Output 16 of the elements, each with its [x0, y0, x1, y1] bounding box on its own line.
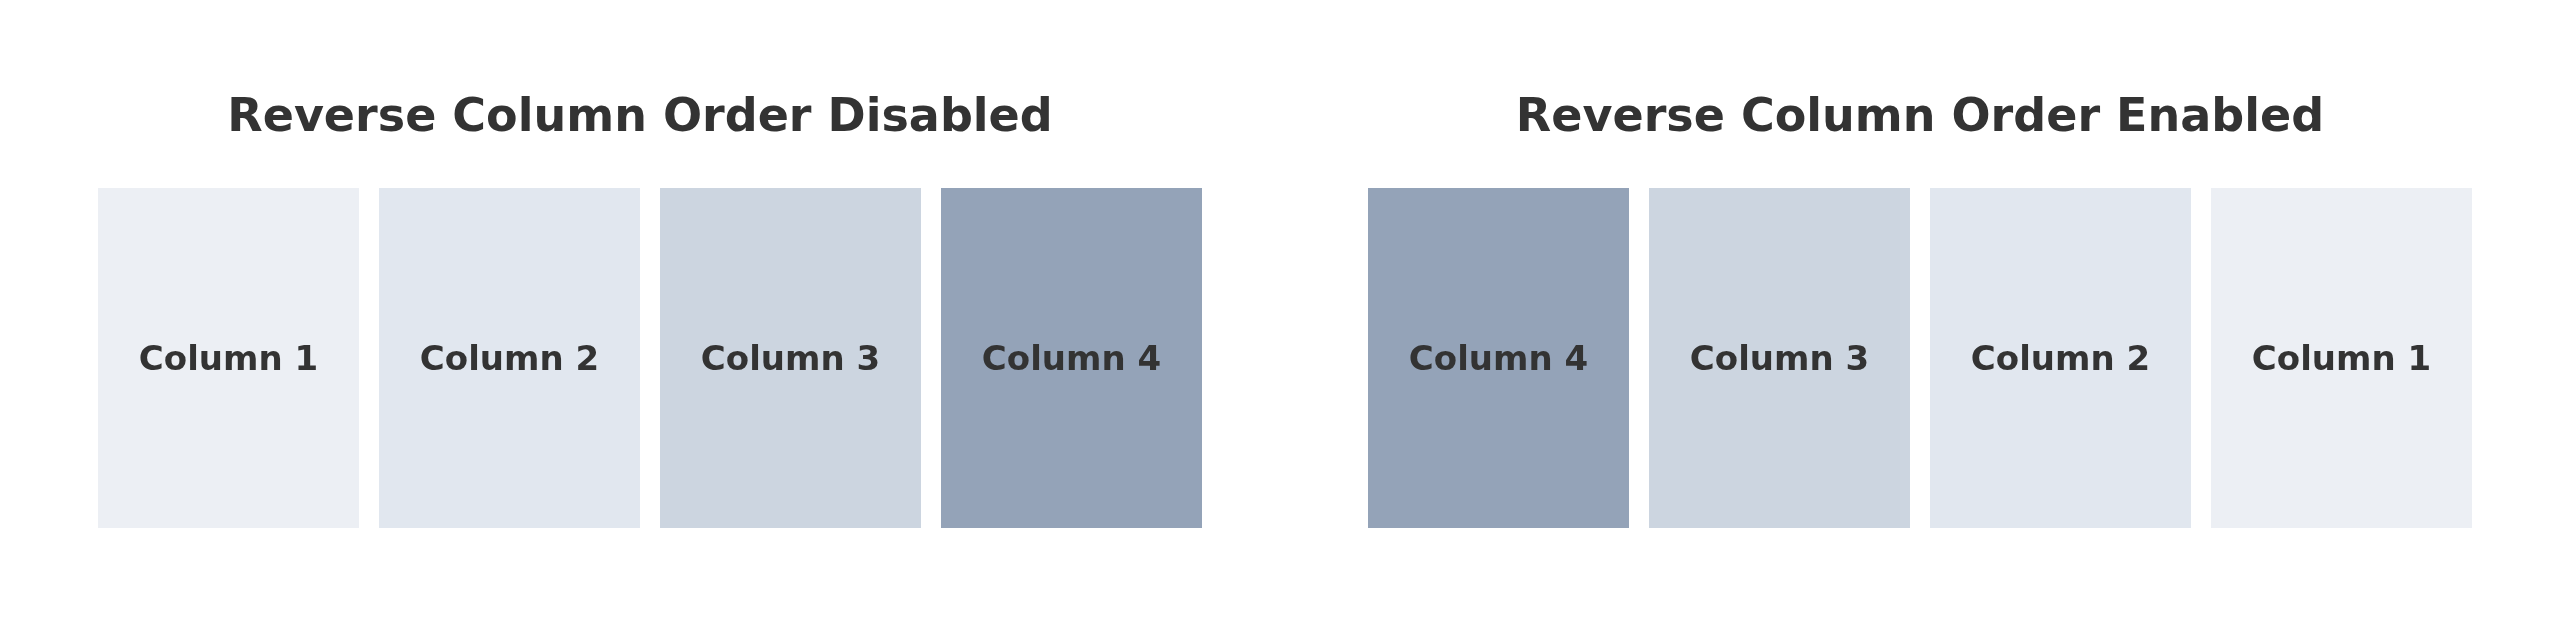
column-label: Column 3	[1689, 338, 1870, 378]
column-label: Column 3	[700, 338, 881, 378]
section-heading: Reverse Column Order Disabled	[226, 88, 1054, 142]
section-heading: Reverse Column Order Enabled	[1514, 88, 2326, 142]
column-label: Column 2	[1970, 338, 2151, 378]
column-label: Column 4	[1408, 338, 1589, 378]
column-block	[379, 188, 640, 528]
column-block	[1649, 188, 1910, 528]
column-block	[660, 188, 921, 528]
column-label: Column 1	[2251, 338, 2432, 378]
column-label: Column 4	[981, 338, 1162, 378]
column-block	[941, 188, 1202, 528]
column-label: Column 1	[138, 338, 319, 378]
column-label: Column 2	[419, 338, 600, 378]
column-block	[1930, 188, 2191, 528]
column-block	[1368, 188, 1629, 528]
